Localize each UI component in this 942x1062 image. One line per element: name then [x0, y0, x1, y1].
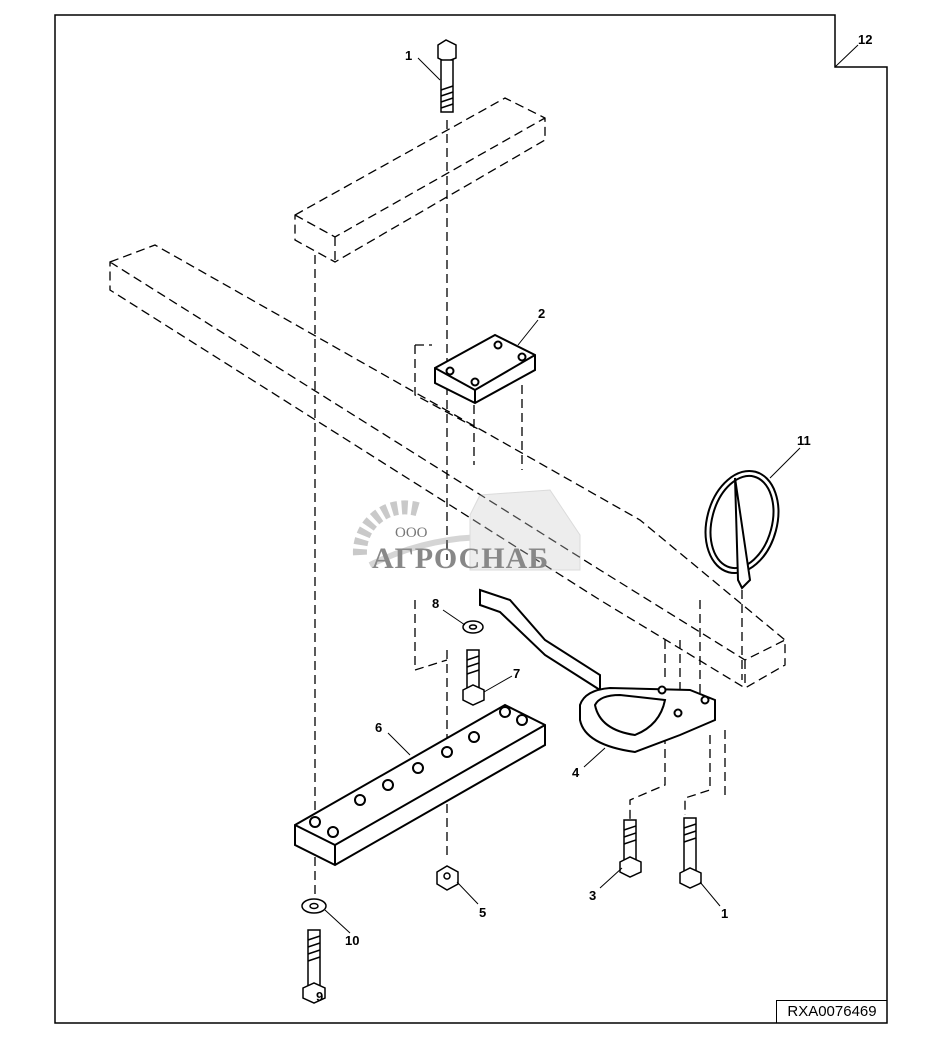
plate-2 [434, 333, 536, 405]
bolt-3 [619, 819, 642, 878]
washer-8 [462, 620, 484, 634]
bolt-7 [462, 649, 485, 706]
callout-1-bottom: 1 [721, 906, 728, 921]
bolt-1-top [437, 39, 457, 113]
drawbar-hitch-4 [479, 588, 716, 754]
callout-10: 10 [345, 933, 359, 948]
callout-3: 3 [589, 888, 596, 903]
callout-11: 11 [797, 433, 811, 448]
lynch-pin-11 [704, 469, 780, 590]
callout-2: 2 [538, 306, 545, 321]
callout-8: 8 [432, 596, 439, 611]
callout-4: 4 [572, 765, 580, 780]
callout-12: 12 [858, 32, 872, 47]
callout-9: 9 [316, 989, 323, 1004]
callout-5: 5 [479, 905, 486, 920]
callout-7: 7 [513, 666, 520, 681]
watermark-logo-icon [352, 489, 581, 571]
figure-id: RXA0076469 [776, 1000, 887, 1023]
callout-6: 6 [375, 720, 382, 735]
bar-6 [294, 703, 546, 867]
callout-1-top: 1 [405, 48, 412, 63]
leader-12 [834, 44, 859, 68]
watermark-prefix: ООО [395, 525, 428, 541]
diagram-frame [54, 14, 888, 1024]
bolt-9 [302, 929, 326, 1004]
watermark-name: АГРОСНАБ [372, 542, 550, 575]
leader-lines [324, 57, 801, 934]
nut-5 [436, 865, 459, 891]
washer-10 [301, 898, 327, 914]
bolt-1-bottom [679, 817, 702, 889]
